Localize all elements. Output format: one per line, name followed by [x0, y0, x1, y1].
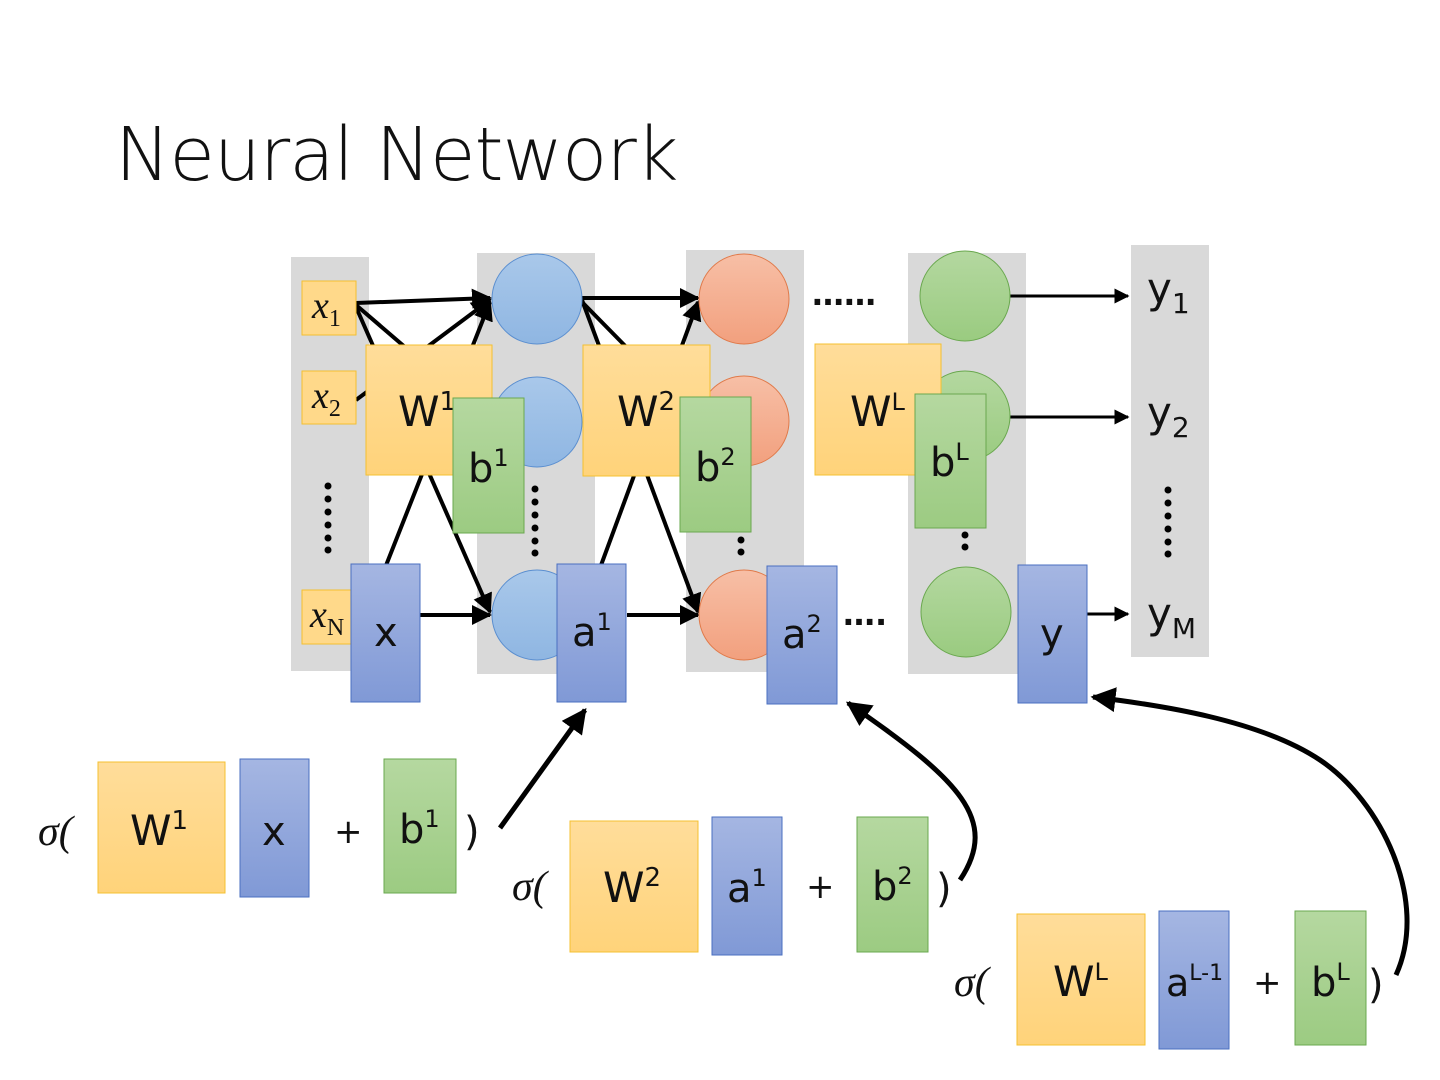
output-yM: yM: [1147, 589, 1196, 645]
arrow-eq1-to-a1: [497, 707, 588, 830]
layer1-node-1: [491, 253, 583, 345]
equation-arrows: [497, 687, 1410, 977]
layer2-node-1: [698, 253, 790, 345]
output-y1: y1: [1147, 264, 1190, 320]
svg-text:σ(: σ(: [954, 960, 992, 1006]
bottom-ellipsis: ….: [843, 595, 887, 633]
bias-vector-bL: bL: [914, 393, 987, 529]
svg-text:σ(: σ(: [38, 809, 76, 855]
slide-title: Neural Network: [115, 112, 679, 198]
input-x1: x1: [301, 280, 357, 336]
bias-vector-b2: b2: [679, 396, 752, 533]
svg-text:y: y: [1040, 611, 1064, 657]
vector-y: y: [1017, 564, 1088, 704]
svg-text:WL: WL: [850, 387, 906, 436]
svg-text:W2: W2: [617, 387, 675, 436]
svg-text:b2: b2: [695, 443, 736, 491]
equation-layer-L: σ( WL aL-1 + bL ): [954, 910, 1384, 1050]
svg-text:a1: a1: [572, 608, 612, 656]
svg-text:b1: b1: [468, 444, 509, 492]
input-xN: xN: [301, 589, 357, 645]
vertical-ellipsis: [324, 482, 1172, 558]
svg-text:): ): [936, 866, 952, 912]
svg-text:): ): [1368, 962, 1384, 1008]
svg-text:W2: W2: [603, 863, 661, 912]
input-x2: x2: [301, 370, 357, 425]
vector-x: x: [350, 563, 421, 703]
output-arrows: [1010, 288, 1130, 622]
svg-text:+: +: [1253, 963, 1282, 1003]
svg-text:a1: a1: [727, 864, 767, 912]
svg-text:bL: bL: [930, 438, 969, 486]
svg-text:x: x: [374, 610, 398, 656]
svg-text:W1: W1: [398, 387, 456, 436]
output-y2: y2: [1147, 388, 1190, 444]
top-ellipsis: ……: [812, 275, 876, 313]
svg-text:b1: b1: [399, 805, 440, 853]
svg-text:x: x: [262, 809, 286, 855]
bias-vector-b1: b1: [452, 397, 525, 534]
equation-layer-2: σ( W2 a1 + b2 ): [512, 816, 952, 956]
svg-text:σ(: σ(: [512, 864, 550, 910]
svg-text:): ): [464, 809, 480, 855]
svg-text:a2: a2: [782, 610, 822, 658]
equation-layer-1: σ( W1 x + b1 ): [38, 758, 480, 898]
svg-text:b2: b2: [872, 862, 913, 910]
svg-text:+: +: [334, 812, 363, 852]
svg-text:aL-1: aL-1: [1166, 961, 1223, 1005]
svg-text:xN: xN: [309, 594, 344, 641]
layerL-node-1: [919, 250, 1011, 342]
svg-text:+: +: [806, 867, 835, 907]
svg-text:bL: bL: [1311, 958, 1350, 1006]
layerL-node-M: [920, 566, 1012, 658]
svg-text:x1: x1: [311, 285, 341, 332]
svg-text:x2: x2: [311, 375, 341, 422]
output-layer-bg: [1131, 245, 1209, 657]
vector-a2: a2: [766, 565, 838, 705]
svg-text:WL: WL: [1053, 957, 1109, 1006]
arrow-eqL-to-y: [1090, 687, 1410, 977]
vector-a1: a1: [556, 563, 627, 703]
svg-text:W1: W1: [130, 806, 188, 855]
arrow-eq2-to-a2: [845, 700, 978, 882]
